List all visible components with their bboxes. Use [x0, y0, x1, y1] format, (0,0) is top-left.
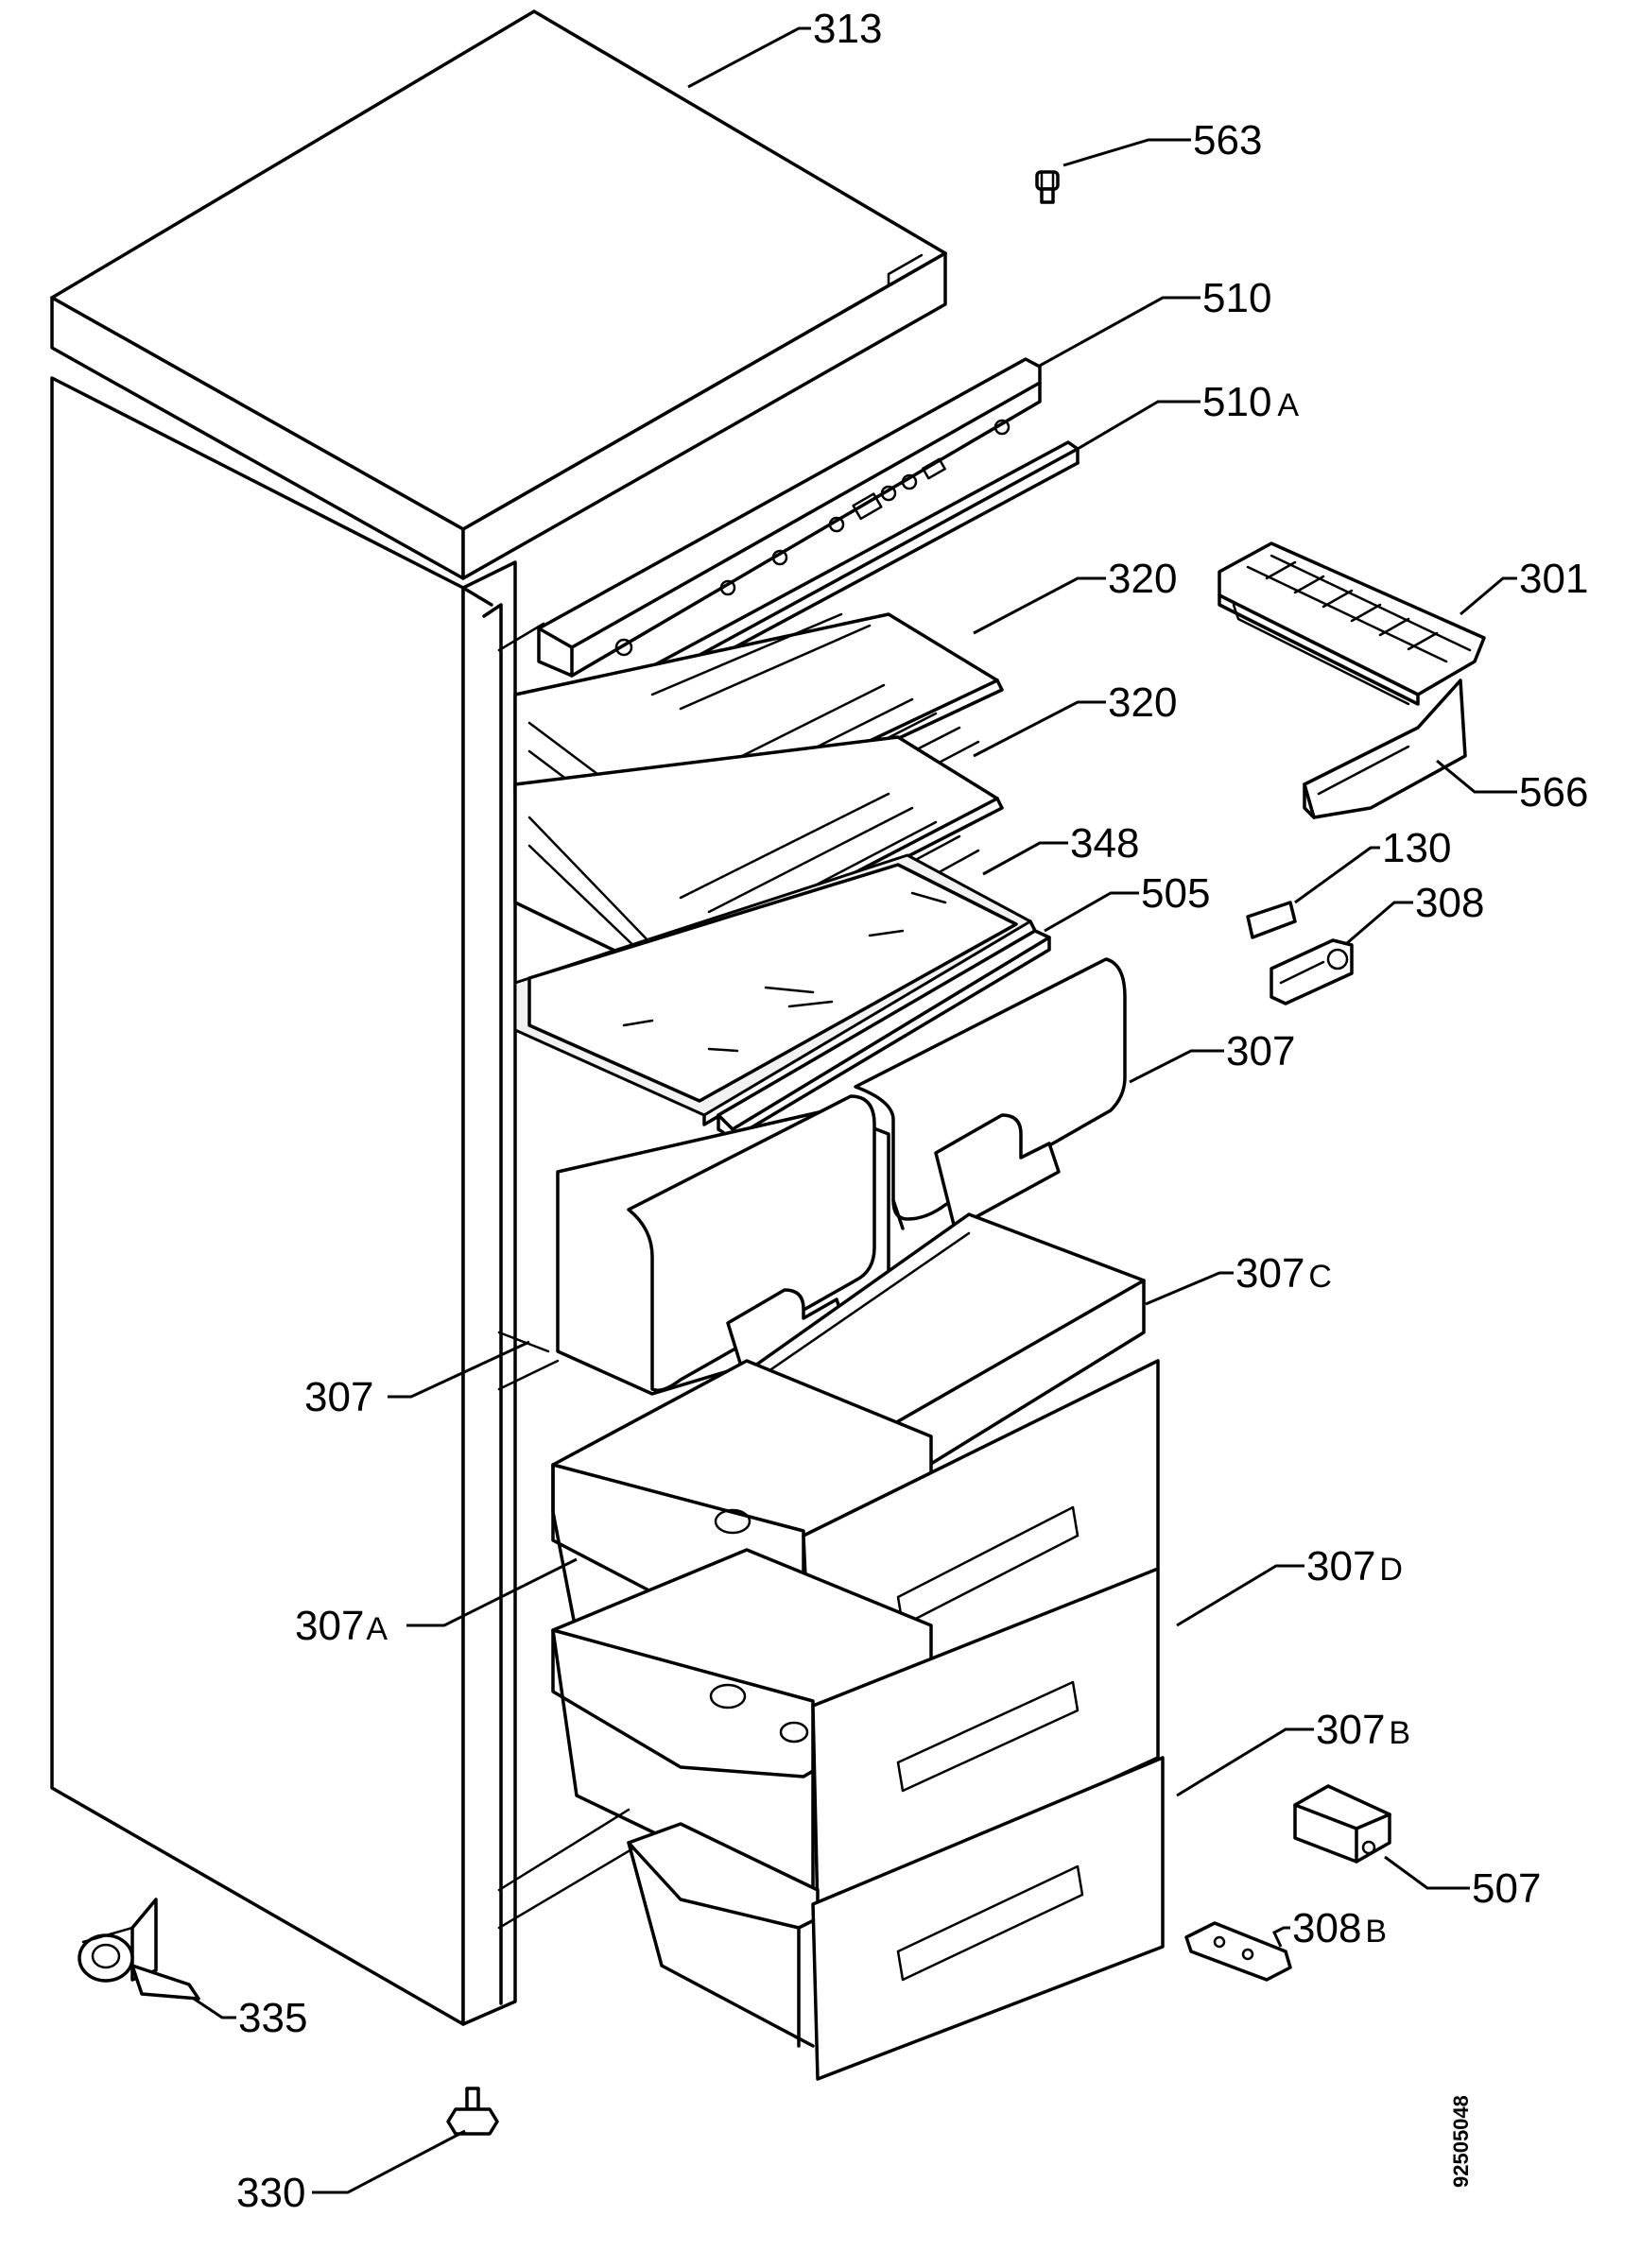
label-507: 507	[1472, 1865, 1541, 1912]
label-307-right: 307	[1226, 1028, 1295, 1074]
label-307-left: 307	[304, 1374, 373, 1420]
label-510: 510	[1202, 275, 1271, 321]
clip-130	[1246, 901, 1297, 939]
control-panel-510	[537, 357, 1042, 678]
label-301: 301	[1519, 556, 1588, 602]
label-563: 563	[1193, 117, 1262, 163]
label-335: 335	[238, 1995, 307, 2041]
drawer-307d	[551, 1548, 1160, 1916]
holder-566	[1303, 679, 1467, 819]
bracket-507	[1293, 1784, 1391, 1864]
drawer-307-right	[854, 957, 1127, 1230]
label-330: 330	[236, 2170, 305, 2216]
top-cover-313	[50, 9, 947, 580]
label-505: 505	[1141, 870, 1210, 917]
screw-563	[1035, 170, 1060, 204]
drawing-code: 92505048	[1449, 2095, 1473, 2188]
foot-330	[446, 2087, 499, 2136]
glass-shelf-348	[513, 853, 1037, 1126]
label-313: 313	[813, 6, 882, 52]
ice-tray-301	[1218, 541, 1486, 706]
label-308: 308	[1415, 880, 1484, 926]
label-348: 348	[1070, 820, 1139, 867]
label-320-upper: 320	[1108, 556, 1177, 602]
foot-hinge-335	[78, 1898, 200, 2001]
label-320-lower: 320	[1108, 679, 1177, 726]
cabinet-body	[50, 376, 645, 2026]
label-566: 566	[1519, 769, 1588, 816]
leader-lines	[193, 26, 1517, 2194]
label-307a: 307A	[295, 1603, 388, 1649]
label-130: 130	[1382, 825, 1451, 871]
plate-308b	[1184, 1921, 1292, 1982]
drawer-307-left	[556, 1094, 890, 1396]
hinge-308	[1270, 938, 1354, 1005]
drawer-307b	[627, 1756, 1165, 2081]
